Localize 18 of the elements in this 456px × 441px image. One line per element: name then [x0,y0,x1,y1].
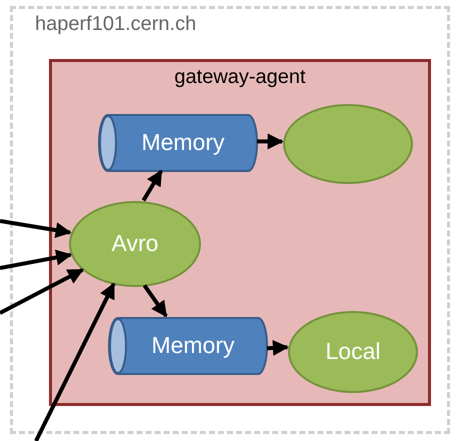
arrow [34,282,116,441]
arrow [0,250,72,270]
channel-cylinder [98,114,258,172]
arrow [142,284,168,318]
arrow [0,219,72,238]
agent-box [49,59,431,406]
arrow [256,133,284,150]
node-label: Local [326,338,380,365]
node-label: Avro [112,230,158,257]
channel-cylinder [108,317,268,375]
arrow [266,340,289,356]
host-box [10,6,450,434]
arrow [142,170,163,202]
node-label: Memory [141,128,225,156]
arrow [0,268,84,315]
agent-title: gateway-agent [173,66,307,89]
host-name: haperf101.cern.ch [35,13,196,36]
node-label: Memory [151,332,235,359]
